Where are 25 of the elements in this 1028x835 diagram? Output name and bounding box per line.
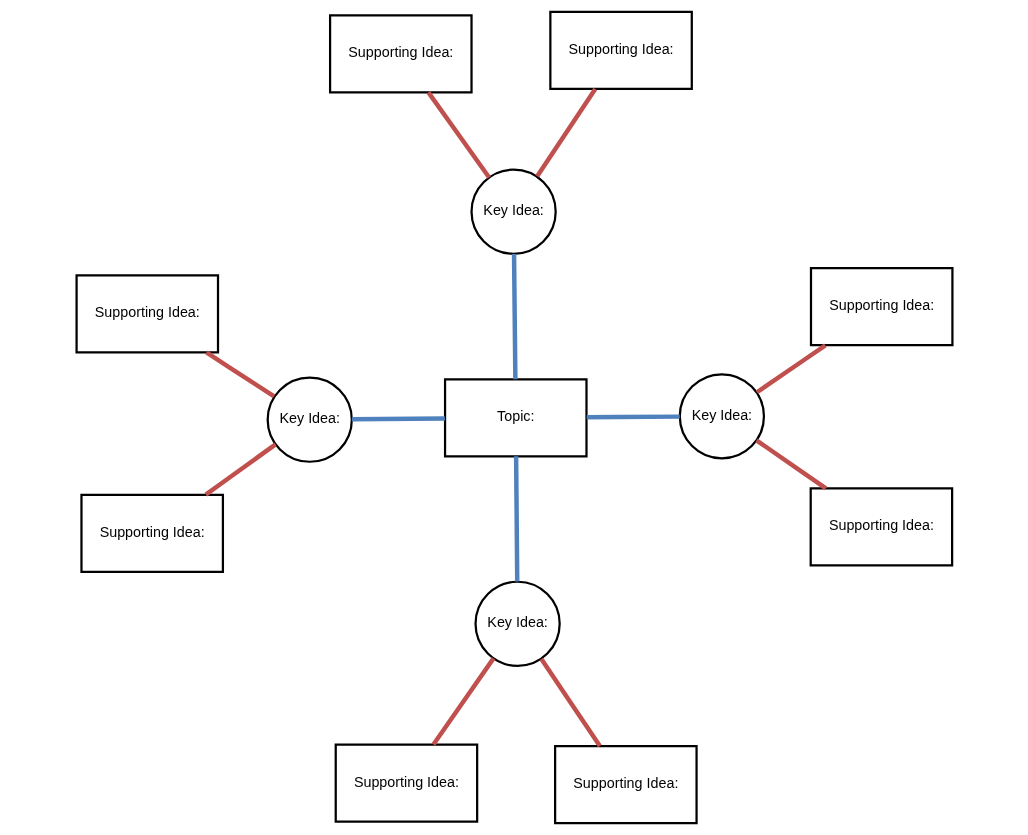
node-box: Supporting Idea: [328,14,473,94]
connector [204,442,277,497]
node-box: Topic: [443,378,588,458]
connector [586,414,680,420]
node-circle: Key Idea: [266,376,353,463]
connector [754,438,827,491]
node-circle: Key Idea: [678,373,765,460]
connector [204,350,275,399]
node-box: Supporting Idea: [334,743,478,823]
node-box: Supporting Idea: [74,274,219,354]
connector [755,343,827,395]
node-circle: Key Idea: [469,168,557,255]
connector [426,91,491,179]
node-box: Supporting Idea: [548,10,693,90]
node-box: Supporting Idea: [553,745,698,825]
connector [431,657,495,746]
node-circle: Key Idea: [473,580,561,667]
connector [513,456,519,582]
connector [534,87,597,178]
connector [511,253,518,380]
connector [539,657,602,748]
node-box: Supporting Idea: [809,487,953,567]
node-box: Supporting Idea: [79,493,224,573]
node-box: Supporting Idea: [809,267,954,347]
connector [351,416,445,422]
